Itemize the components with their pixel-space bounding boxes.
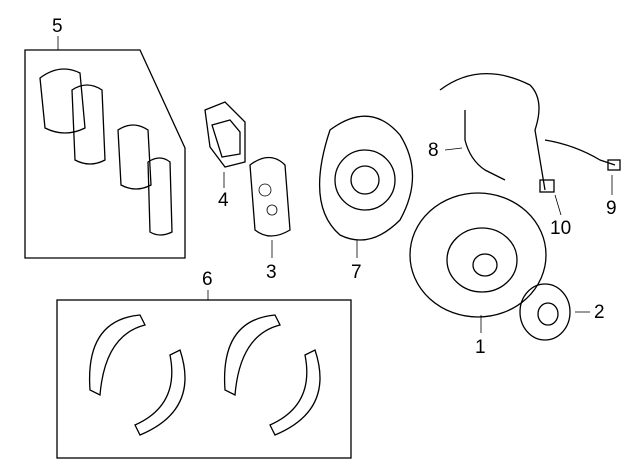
hub-part [519,283,590,341]
callout-5: 5 [52,16,63,37]
callout-8: 8 [428,140,439,161]
caliper-part [249,156,291,258]
callout-2: 2 [594,302,605,323]
parking-brake-shoes-group [56,290,352,459]
callout-9: 9 [606,198,617,219]
callout-7: 7 [351,262,362,283]
callout-4: 4 [218,190,229,211]
callout-6: 6 [202,269,213,290]
callout-1: 1 [475,337,486,358]
splash-shield-part [319,115,414,258]
caliper-bracket-part [204,101,246,188]
callout-3: 3 [266,262,277,283]
rotor-part [409,192,547,333]
wear-sensor-front-part [544,139,621,195]
brake-pads-group [24,36,186,259]
wear-sensor-part [444,110,506,181]
callout-10: 10 [550,218,572,239]
abs-sensor-part [439,72,562,216]
